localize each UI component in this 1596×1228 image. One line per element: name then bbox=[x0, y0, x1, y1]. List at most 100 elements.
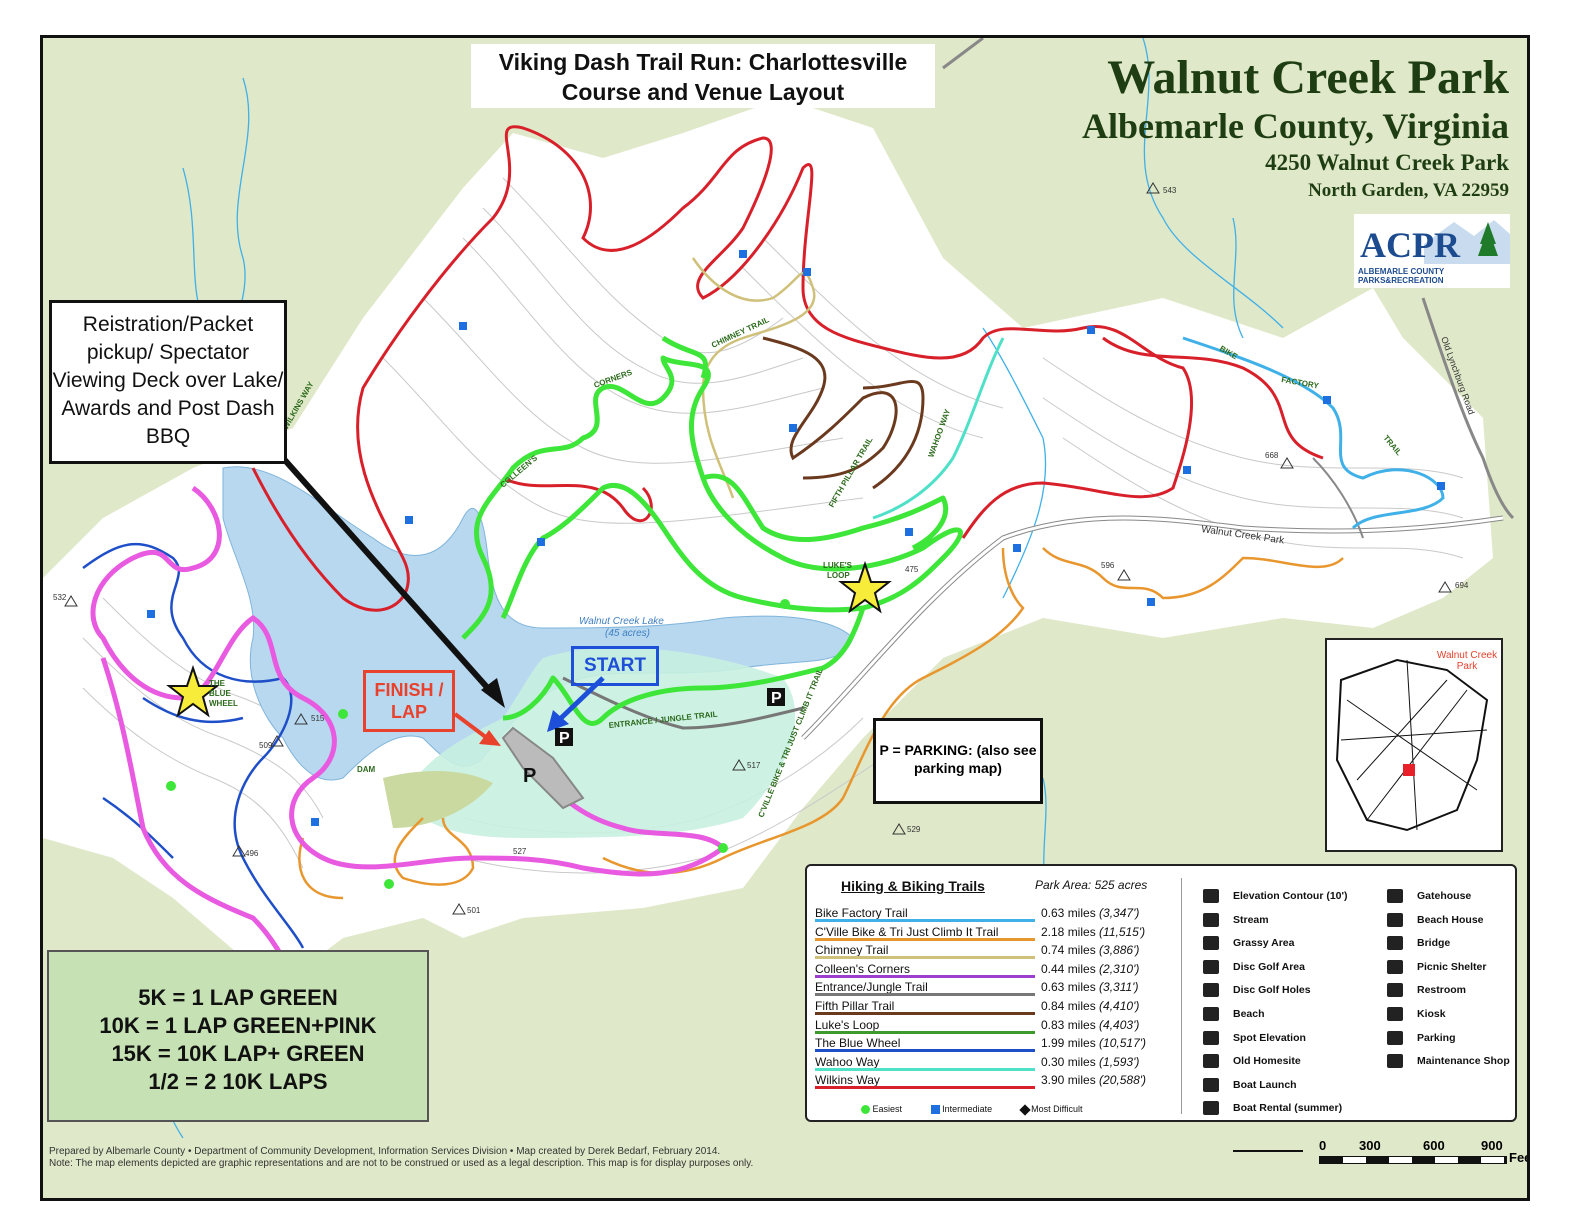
aid-station-star-west bbox=[166, 664, 220, 718]
legend-symbol-b-icon bbox=[1387, 1030, 1403, 1045]
lake-area: (45 acres) bbox=[605, 628, 650, 639]
parking-lot bbox=[501, 726, 585, 810]
legend-symbol-a-icon bbox=[1203, 1030, 1219, 1045]
map-footer: Prepared by Albemarle County • Departmen… bbox=[49, 1146, 753, 1170]
legend-trail-swatch bbox=[815, 937, 1035, 941]
svg-text:668: 668 bbox=[1265, 451, 1279, 460]
scale-tick-900: 900 bbox=[1481, 1138, 1503, 1153]
legend-symbol-a-item: Spot Elevation bbox=[1199, 1030, 1348, 1054]
legend-symbol-a-item: Old Homesite bbox=[1199, 1053, 1348, 1077]
park-city: North Garden, VA 22959 bbox=[1308, 180, 1509, 201]
legend-symbol-a-icon bbox=[1203, 1101, 1219, 1116]
svg-text:475: 475 bbox=[905, 565, 919, 574]
svg-text:543: 543 bbox=[1163, 186, 1177, 195]
legend-symbol-a-icon bbox=[1203, 1006, 1219, 1021]
legend-trail-miles: 0.74 miles (3,886') bbox=[1041, 943, 1140, 958]
scale-unit: Feet bbox=[1509, 1150, 1527, 1165]
elevation-labels: 543 668 596 475 694 532 515 509 517 496 … bbox=[53, 186, 1469, 915]
svg-text:BLUE: BLUE bbox=[209, 689, 231, 698]
legend-symbol-b-item: Gatehouse bbox=[1383, 888, 1510, 912]
legend-symbol-b-item: Kiosk bbox=[1383, 1006, 1510, 1030]
locator-inset: Walnut Creek Park bbox=[1325, 638, 1503, 852]
chimney-trail bbox=[691, 257, 816, 499]
walnut-creek-lake bbox=[222, 466, 854, 781]
legend-trail-miles: 0.30 miles (1,593') bbox=[1041, 1054, 1140, 1069]
acpr-logo: ACPR ALBEMARLE COUNTY PARKS&RECREATION bbox=[1354, 214, 1510, 288]
green-course bbox=[461, 335, 963, 726]
legend-symbol-b-icon bbox=[1387, 889, 1403, 903]
svg-text:509: 509 bbox=[259, 741, 273, 750]
legend-symbol-a-icon bbox=[1203, 1077, 1219, 1092]
legend-symbol-b-icon bbox=[1387, 912, 1403, 927]
legend-symbol-a-icon bbox=[1203, 959, 1219, 974]
difficult-label: Most Difficult bbox=[1031, 1104, 1083, 1114]
legend-panel: Hiking & Biking Trails Park Area: 525 ac… bbox=[805, 864, 1517, 1122]
svg-text:THE: THE bbox=[209, 679, 226, 688]
spot-elevations bbox=[64, 182, 1452, 915]
parking-note-box: P = PARKING: (also see parking map) bbox=[873, 718, 1043, 804]
legend-trail-miles: 1.99 miles (10,517') bbox=[1041, 1036, 1147, 1051]
map-frame: 543 668 596 475 694 532 515 509 517 496 … bbox=[40, 35, 1530, 1201]
wilkins-way-east bbox=[1102, 336, 1324, 460]
difficult-marker-icon bbox=[1018, 1103, 1031, 1116]
legend-symbol-b-item: Parking bbox=[1383, 1030, 1510, 1054]
legend-symbol-a-icon bbox=[1203, 1054, 1219, 1069]
svg-text:527: 527 bbox=[513, 847, 527, 856]
legend-trail-miles: 0.63 miles (3,347') bbox=[1041, 906, 1140, 920]
logo-subtext: ALBEMARLE COUNTY PARKS&RECREATION bbox=[1358, 267, 1445, 285]
legend-symbol-b-item: Beach House bbox=[1383, 912, 1510, 936]
finish-arrow-head bbox=[479, 730, 501, 746]
park-county: Albemarle County, Virginia bbox=[1081, 106, 1509, 146]
legend-trail-name: Luke's Loop bbox=[815, 1017, 880, 1032]
pink-course bbox=[90, 485, 727, 980]
legend-trail-name: The Blue Wheel bbox=[815, 1036, 901, 1051]
legend-symbol-b-icon bbox=[1387, 936, 1403, 951]
legend-symbol-a-icon bbox=[1203, 983, 1219, 998]
legend-symbol-a-icon bbox=[1203, 936, 1219, 951]
svg-text:496: 496 bbox=[245, 849, 259, 858]
intermediate-markers bbox=[147, 250, 1445, 826]
course-title-line1: Viking Dash Trail Run: Charlottesville bbox=[498, 49, 908, 75]
legend-trail-name: Wilkins Way bbox=[815, 1073, 880, 1088]
legend-trail-swatch bbox=[815, 993, 1035, 997]
bike-factory-trail bbox=[1182, 336, 1445, 530]
race-distance-box: 5K = 1 LAP GREEN 10K = 1 LAP GREEN+PINK … bbox=[47, 950, 429, 1122]
legend-area: Park Area: 525 acres bbox=[1035, 878, 1148, 892]
legend-trail-list: Bike Factory Trail 0.63 miles (3,347') C'V… bbox=[815, 906, 1175, 1092]
legend-title: Hiking & Biking Trails bbox=[841, 878, 985, 894]
lap-line-5k: 5K = 1 LAP GREEN bbox=[138, 985, 338, 1010]
legend-trail-swatch bbox=[815, 974, 1035, 978]
legend-symbol-a-item: Grassy Area bbox=[1199, 935, 1348, 959]
legend-divider bbox=[1181, 878, 1182, 1114]
park-address: 4250 Walnut Creek Park bbox=[1265, 150, 1509, 175]
svg-text:532: 532 bbox=[53, 593, 67, 602]
legend-trail-row: Fifth Pillar Trail 0.84 miles (4,410') bbox=[815, 999, 1175, 1018]
course-title-line2: Course and Venue Layout bbox=[561, 79, 845, 105]
roads bbox=[801, 38, 1515, 740]
legend-symbol-b-icon bbox=[1387, 983, 1403, 998]
legend-trail-name: Bike Factory Trail bbox=[815, 906, 908, 920]
legend-symbol-b-item: Maintenance Shop bbox=[1383, 1053, 1510, 1077]
finish-line1: FINISH / bbox=[374, 680, 444, 700]
legend-symbol-a-item: Elevation Contour (10') bbox=[1199, 888, 1348, 912]
legend-trail-swatch bbox=[815, 1086, 1035, 1090]
legend-trail-name: Entrance/Jungle Trail bbox=[815, 980, 928, 995]
park-title-block: Walnut Creek Park Albemarle County, Virg… bbox=[1082, 52, 1509, 204]
scale-tick-0: 0 bbox=[1319, 1138, 1327, 1153]
legend-trail-miles: 0.84 miles (4,410') bbox=[1041, 998, 1140, 1013]
lap-line-half: 1/2 = 2 10K LAPS bbox=[148, 1069, 328, 1094]
footer-note: Note: The map elements depicted are grap… bbox=[49, 1158, 754, 1169]
finish-line2: LAP bbox=[391, 702, 427, 722]
aid-station-star-east bbox=[838, 560, 892, 614]
parking-markers: P P P bbox=[523, 688, 785, 787]
logo-mountain-icon bbox=[1424, 220, 1510, 264]
legend-symbol-b-item: Restroom bbox=[1383, 982, 1510, 1006]
legend-trail-name: Fifth Pillar Trail bbox=[815, 998, 895, 1013]
easy-markers bbox=[166, 599, 790, 889]
